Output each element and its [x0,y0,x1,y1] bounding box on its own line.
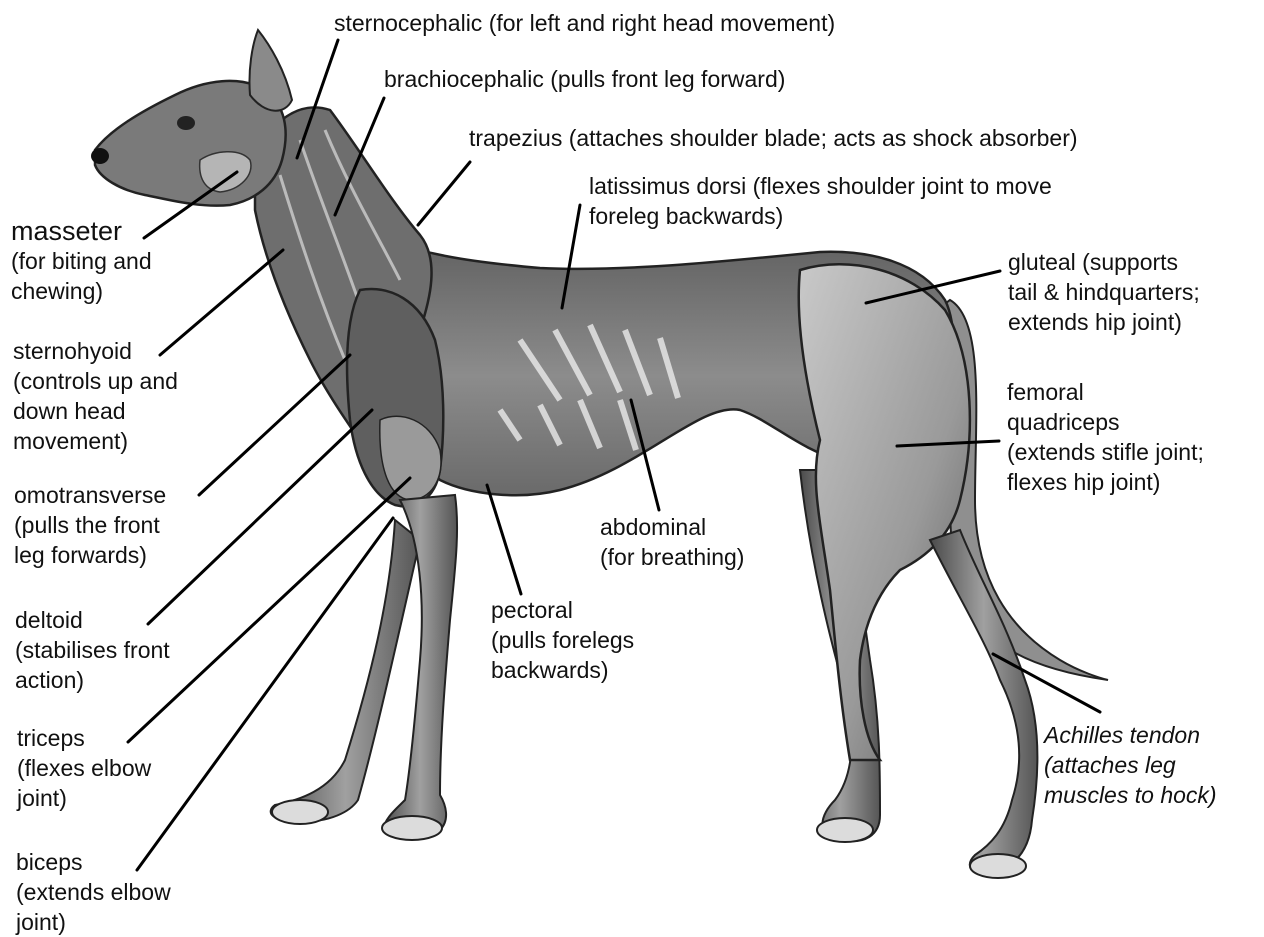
label-brachiocephalic-line-1: brachiocephalic (pulls front leg forward… [384,64,785,94]
leader-biceps [137,518,393,870]
paws [272,800,1026,878]
nose [91,148,109,164]
leader-pectoral [487,485,521,594]
label-gluteal-line-3: extends hip joint) [1008,307,1200,337]
label-sternocephalic-line-1: sternocephalic (for left and right head … [334,8,835,38]
label-masseter-line-3: chewing) [11,276,152,306]
label-latissimus-line-2: foreleg backwards) [589,201,1052,231]
label-sternohyoid-line-2: (controls up and [13,366,178,396]
far-front-leg [271,520,420,822]
label-femoral-line-1: femoral [1007,377,1204,407]
label-abdominal: abdominal(for breathing) [600,512,744,572]
label-omotransverse-line-1: omotransverse [14,480,166,510]
label-sternohyoid-line-3: down head [13,396,178,426]
label-femoral-line-4: flexes hip joint) [1007,467,1204,497]
label-femoral-line-2: quadriceps [1007,407,1204,437]
label-trapezius-line-1: trapezius (attaches shoulder blade; acts… [469,123,1078,153]
label-pectoral-line-2: (pulls forelegs [491,625,634,655]
label-deltoid-line-1: deltoid [15,605,170,635]
label-pectoral-line-1: pectoral [491,595,634,625]
label-sternocephalic: sternocephalic (for left and right head … [334,8,835,38]
leader-omotransverse [199,355,350,495]
label-deltoid-line-3: action) [15,665,170,695]
leader-sternohyoid [160,250,283,355]
label-triceps-line-2: (flexes elbow [17,753,151,783]
label-brachiocephalic: brachiocephalic (pulls front leg forward… [384,64,785,94]
label-gluteal-line-1: gluteal (supports [1008,247,1200,277]
label-deltoid-line-2: (stabilises front [15,635,170,665]
hindquarter [799,264,970,760]
eye [177,116,195,130]
label-sternohyoid-line-1: sternohyoid [13,336,178,366]
label-masseter-line-2: (for biting and [11,246,152,276]
label-abdominal-line-1: abdominal [600,512,744,542]
label-triceps-line-3: joint) [17,783,151,813]
label-latissimus: latissimus dorsi (flexes shoulder joint … [589,171,1052,231]
label-achilles-line-3: muscles to hock) [1044,780,1217,810]
label-omotransverse-line-2: (pulls the front [14,510,166,540]
label-pectoral-line-3: backwards) [491,655,634,685]
label-biceps-line-3: joint) [16,907,171,937]
label-biceps-line-1: biceps [16,847,171,877]
label-omotransverse-line-3: leg forwards) [14,540,166,570]
label-femoral-line-3: (extends stifle joint; [1007,437,1204,467]
label-abdominal-line-2: (for breathing) [600,542,744,572]
label-latissimus-line-1: latissimus dorsi (flexes shoulder joint … [589,171,1052,201]
label-achilles-line-1: Achilles tendon [1044,720,1217,750]
label-trapezius: trapezius (attaches shoulder blade; acts… [469,123,1078,153]
label-gluteal-line-2: tail & hindquarters; [1008,277,1200,307]
label-sternohyoid-line-4: movement) [13,426,178,456]
label-achilles-line-2: (attaches leg [1044,750,1217,780]
ear [249,30,292,111]
label-biceps-line-2: (extends elbow [16,877,171,907]
near-hind-leg [930,530,1037,873]
leader-trapezius [418,162,470,225]
label-triceps-line-1: triceps [17,723,151,753]
label-masseter-line-1: masseter [11,216,152,246]
